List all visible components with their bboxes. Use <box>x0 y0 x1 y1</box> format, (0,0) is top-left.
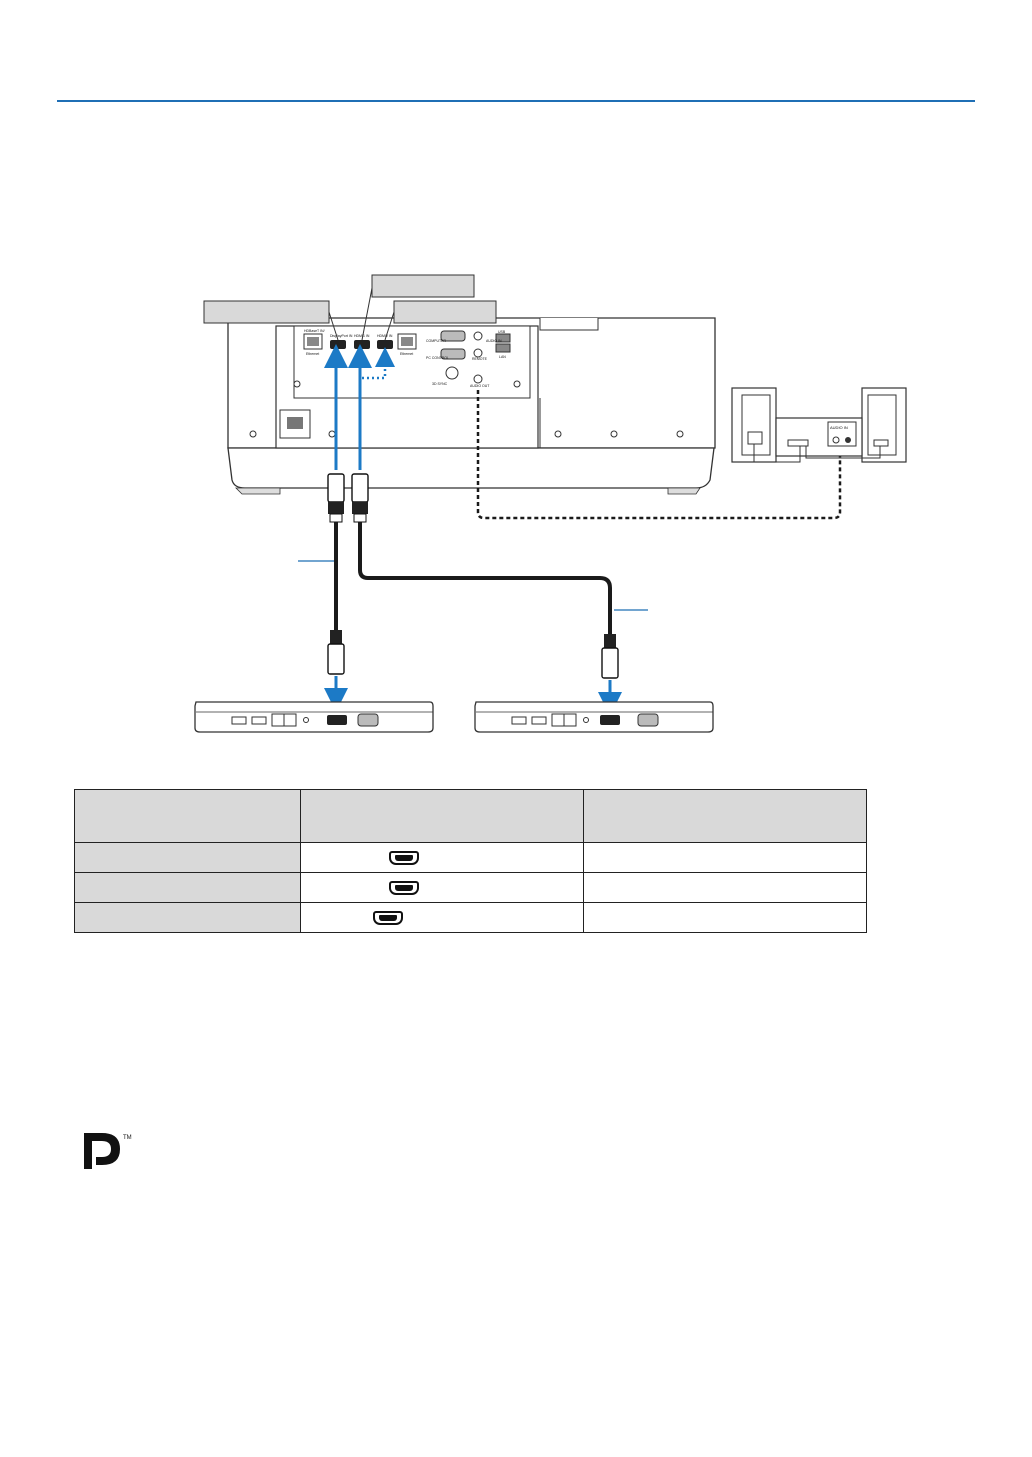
label-3d-sync: 3D SYNC <box>432 382 448 386</box>
computer-right <box>474 701 714 733</box>
label-lan: LAN <box>499 355 506 359</box>
table-header-row <box>74 789 867 843</box>
connection-arrows <box>324 344 395 470</box>
table-row <box>74 872 867 903</box>
trademark-label: TM <box>123 1135 132 1141</box>
label-ethernet: Ethernet <box>306 352 319 356</box>
table-row <box>74 902 867 933</box>
callout-boxes <box>203 274 497 341</box>
table-row <box>74 842 867 873</box>
connection-table <box>74 789 867 933</box>
speakers: AUDIO IN <box>731 387 907 463</box>
label-ethernet-2: Ethernet <box>400 352 413 356</box>
label-computer: COMPUTER <box>426 339 447 343</box>
computer-left <box>194 701 434 733</box>
table-cell-icon <box>300 872 584 903</box>
label-remote: REMOTE <box>472 357 488 361</box>
header-rule <box>57 100 975 102</box>
cable-plugs-bottom <box>324 630 622 716</box>
cable-plugs-top <box>327 473 369 523</box>
table-cell <box>583 902 867 933</box>
label-dp: DisplayPort IN <box>330 334 353 338</box>
table-cell <box>583 842 867 873</box>
table-cell <box>74 842 301 873</box>
hdmi-icon <box>373 911 403 926</box>
projector: HDBaseT IN/ Ethernet Ethernet DisplayPor… <box>227 317 716 495</box>
cables <box>298 522 648 634</box>
table-cell-icon <box>300 902 584 933</box>
label-audio-in: AUDIO IN <box>486 339 502 343</box>
displayport-logo-icon: TM <box>84 1133 132 1169</box>
table-header-cell <box>74 789 301 843</box>
label-hdmi2: HDMI2 IN <box>377 334 393 338</box>
table-cell <box>74 902 301 933</box>
table-header-cell <box>300 789 584 843</box>
table-header-cell <box>583 789 867 843</box>
table-cell <box>583 872 867 903</box>
table-cell <box>74 872 301 903</box>
connection-diagram: HDBaseT IN/ Ethernet Ethernet DisplayPor… <box>194 274 907 733</box>
label-usb: USB <box>498 330 506 334</box>
hdmi-icon <box>389 851 419 866</box>
label-hdmi1: HDMI1 IN <box>354 334 370 338</box>
table-cell-icon <box>300 842 584 873</box>
label-pc-control: PC CONTROL <box>426 356 449 360</box>
label-audio-out: AUDIO OUT <box>470 384 490 388</box>
speaker-audio-in-label: AUDIO IN <box>830 425 848 430</box>
hdmi-icon <box>389 881 419 896</box>
label-hdbaset: HDBaseT IN/ <box>304 329 325 333</box>
